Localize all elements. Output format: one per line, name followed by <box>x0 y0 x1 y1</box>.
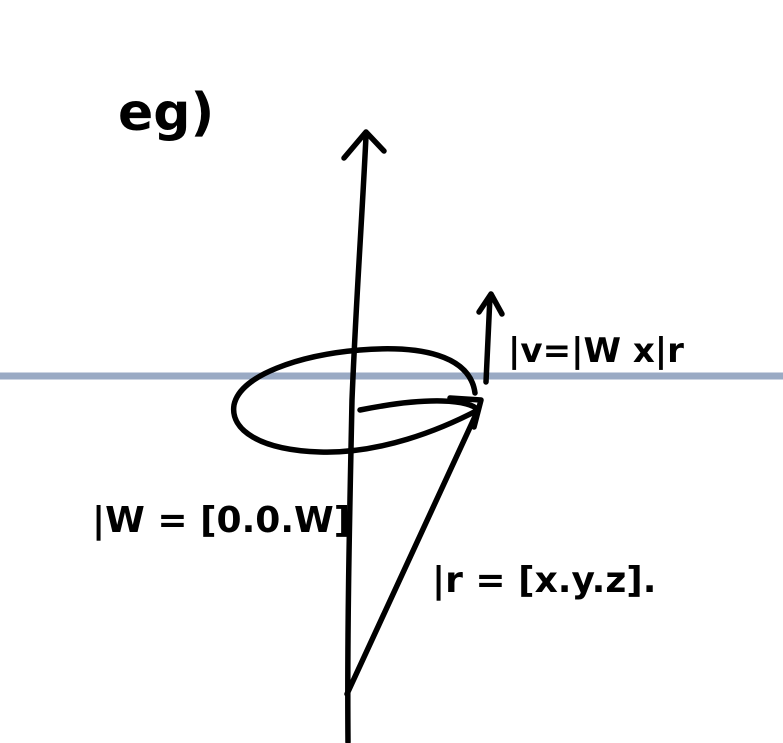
eg-note: eg) <box>118 83 214 143</box>
radius-arrowhead-icon <box>447 395 484 430</box>
rotation-ellipse <box>230 346 481 455</box>
rotation-axis <box>345 133 369 743</box>
radius-label: |r = [x.y.z]. <box>432 560 656 601</box>
velocity-arrowhead-icon <box>476 291 505 317</box>
velocity-vector <box>483 293 493 385</box>
omega-label: |W = [0.0.W] <box>92 500 350 541</box>
radius-vector <box>344 407 481 697</box>
axis-arrowhead-icon <box>341 129 387 161</box>
velocity-label: |v=|W x|r <box>508 331 684 371</box>
eg-label: eg) <box>118 83 214 143</box>
